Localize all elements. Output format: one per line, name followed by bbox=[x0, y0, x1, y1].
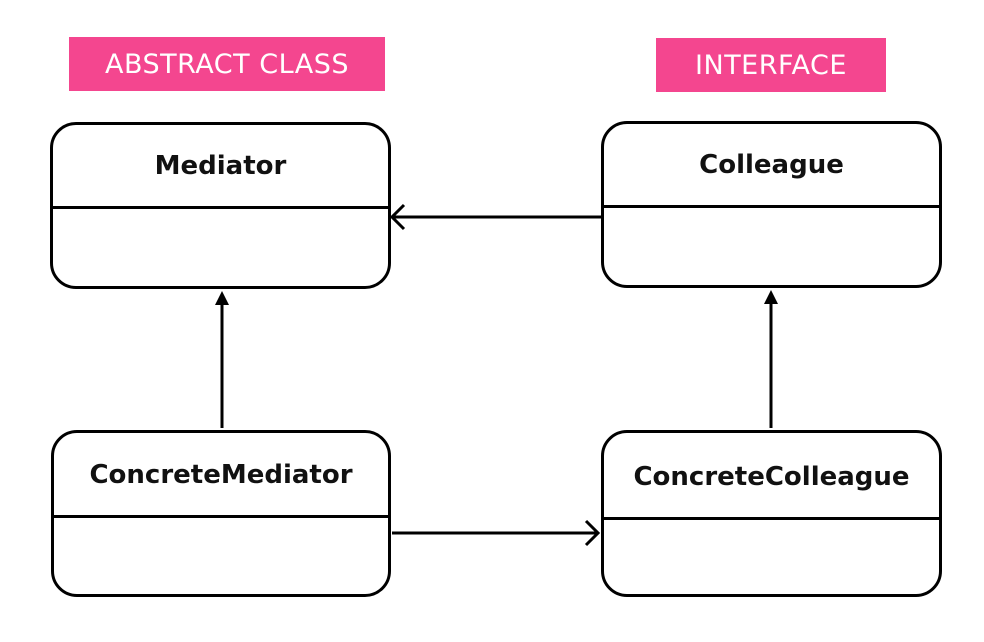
arrow-concrete-mediator-to-concrete-colleague bbox=[392, 519, 601, 547]
concrete-mediator-class-box: ConcreteMediator bbox=[51, 430, 391, 597]
concrete-colleague-class-divider bbox=[604, 517, 939, 520]
interface-label: INTERFACE bbox=[656, 38, 886, 92]
arrow-colleague-to-mediator bbox=[389, 203, 601, 231]
abstract-class-label: ABSTRACT CLASS bbox=[69, 37, 385, 91]
concrete-colleague-class-name: ConcreteColleague bbox=[633, 461, 910, 492]
abstract-class-label-text: ABSTRACT CLASS bbox=[104, 48, 349, 80]
colleague-class-divider bbox=[604, 205, 939, 208]
mediator-class-divider bbox=[53, 206, 388, 209]
concrete-colleague-class-box: ConcreteColleague bbox=[601, 430, 942, 597]
concrete-mediator-class-divider bbox=[54, 515, 388, 518]
arrow-concrete-mediator-to-mediator bbox=[215, 291, 229, 428]
interface-label-text: INTERFACE bbox=[695, 49, 847, 81]
colleague-class-name: Colleague bbox=[699, 150, 844, 180]
arrow-concrete-colleague-to-colleague bbox=[764, 290, 778, 428]
mediator-class-name: Mediator bbox=[154, 151, 287, 181]
concrete-mediator-class-name: ConcreteMediator bbox=[89, 459, 353, 490]
colleague-class-box: Colleague bbox=[601, 121, 942, 288]
mediator-class-box: Mediator bbox=[50, 122, 391, 289]
